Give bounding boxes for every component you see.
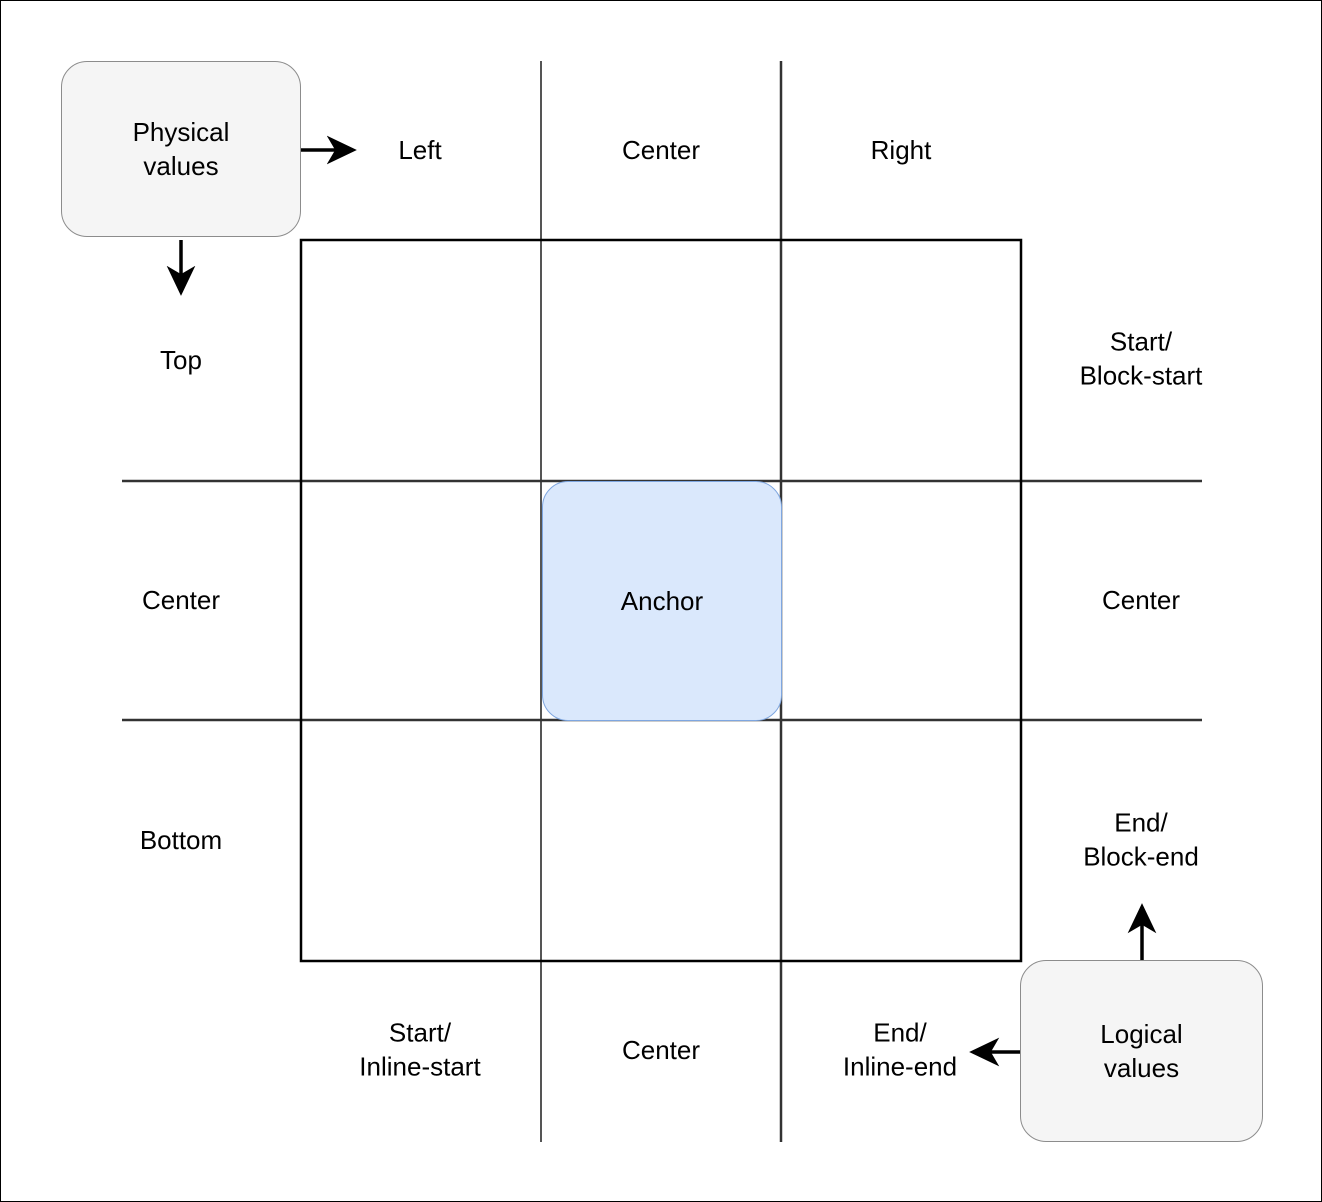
physical-values-node[interactable]: Physical values bbox=[61, 61, 301, 237]
grid-outer-rectangle bbox=[299, 238, 1023, 963]
logical-values-node[interactable]: Logical values bbox=[1020, 960, 1263, 1142]
logical-values-label: Logical values bbox=[1100, 1018, 1183, 1083]
anchor-label: Anchor bbox=[620, 585, 704, 616]
physical-values-label: Physical values bbox=[132, 116, 230, 181]
anchor-node[interactable]: Anchor bbox=[542, 481, 782, 721]
